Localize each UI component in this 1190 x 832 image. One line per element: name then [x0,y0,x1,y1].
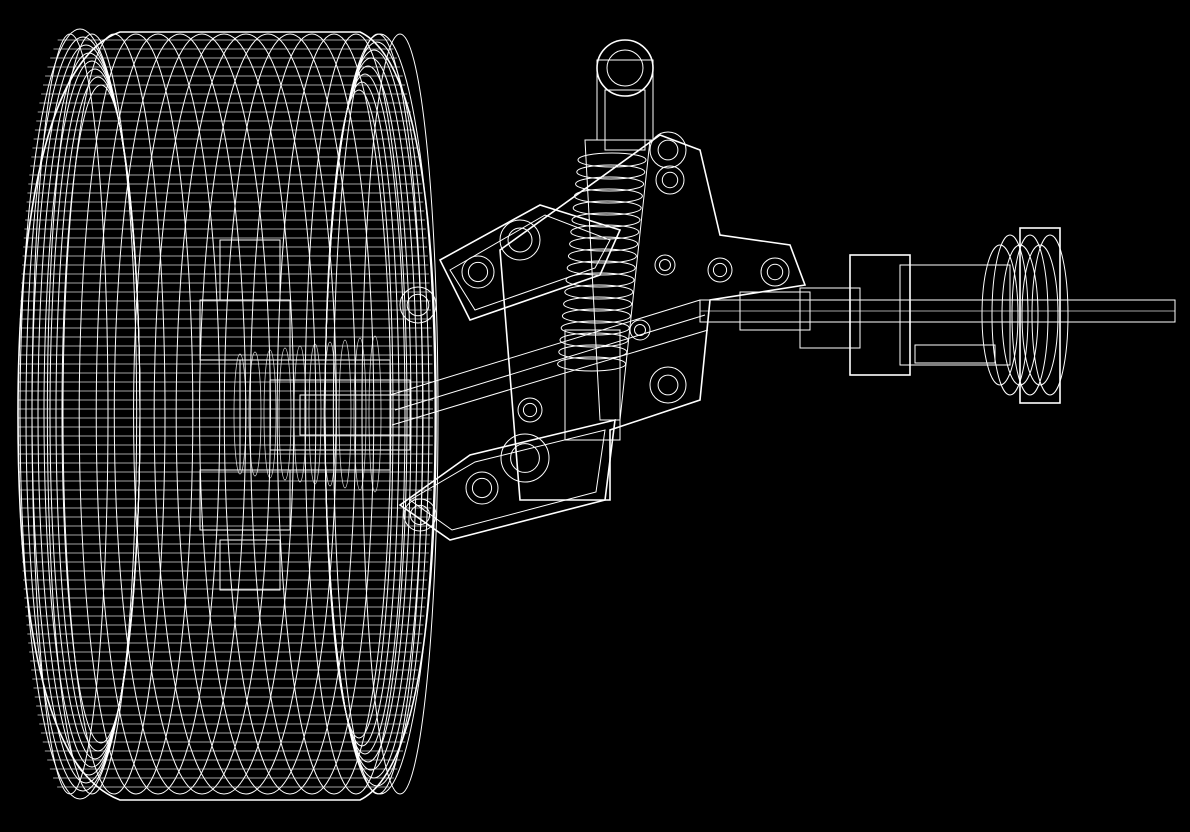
drive-shaft [699,287,1176,349]
tire [17,28,439,801]
wheel-hub [199,239,411,591]
cv-joint [849,227,1069,404]
coilover-shock [557,39,654,441]
upper-control-arm [399,204,622,324]
